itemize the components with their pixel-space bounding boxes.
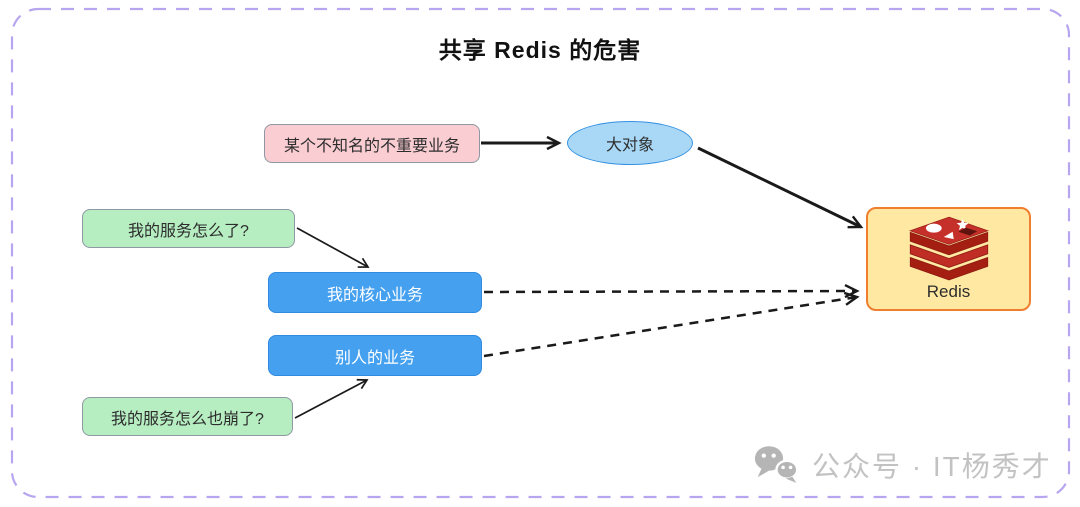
node-big-object: 大对象 xyxy=(567,121,693,165)
node-others-business-label: 别人的业务 xyxy=(334,349,415,367)
watermark-text: 公众号 · IT杨秀才 xyxy=(812,451,1052,482)
node-redis: Redis xyxy=(866,207,1031,311)
node-my-service-question-label: 我的服务怎么了? xyxy=(128,222,249,240)
node-my-service-question: 我的服务怎么了? xyxy=(82,209,295,248)
node-others-business: 别人的业务 xyxy=(268,335,482,376)
watermark: 公众号 · IT杨秀才 xyxy=(753,444,1052,486)
node-big-object-label: 大对象 xyxy=(605,137,654,154)
edge-others-to-redis-dashed xyxy=(483,291,860,358)
edge-question2-to-others xyxy=(294,378,369,419)
edge-bigobject-to-redis xyxy=(697,146,864,229)
node-my-core-business: 我的核心业务 xyxy=(268,272,482,313)
edge-core-to-redis-dashed xyxy=(483,283,860,299)
diagram-title: 共享 Redis 的危害 xyxy=(438,37,642,63)
node-my-core-business-label: 我的核心业务 xyxy=(326,286,423,304)
node-my-service-crashed-question-label: 我的服务怎么也崩了? xyxy=(111,410,264,428)
node-unknown-service: 某个不知名的不重要业务 xyxy=(264,124,480,163)
node-my-service-crashed-question: 我的服务怎么也崩了? xyxy=(82,397,293,436)
edge-question1-to-core xyxy=(296,227,370,268)
node-unknown-service-label: 某个不知名的不重要业务 xyxy=(283,137,460,155)
wechat-icon xyxy=(754,446,799,483)
node-redis-label: Redis xyxy=(926,282,971,301)
redis-logo-icon xyxy=(908,216,989,281)
